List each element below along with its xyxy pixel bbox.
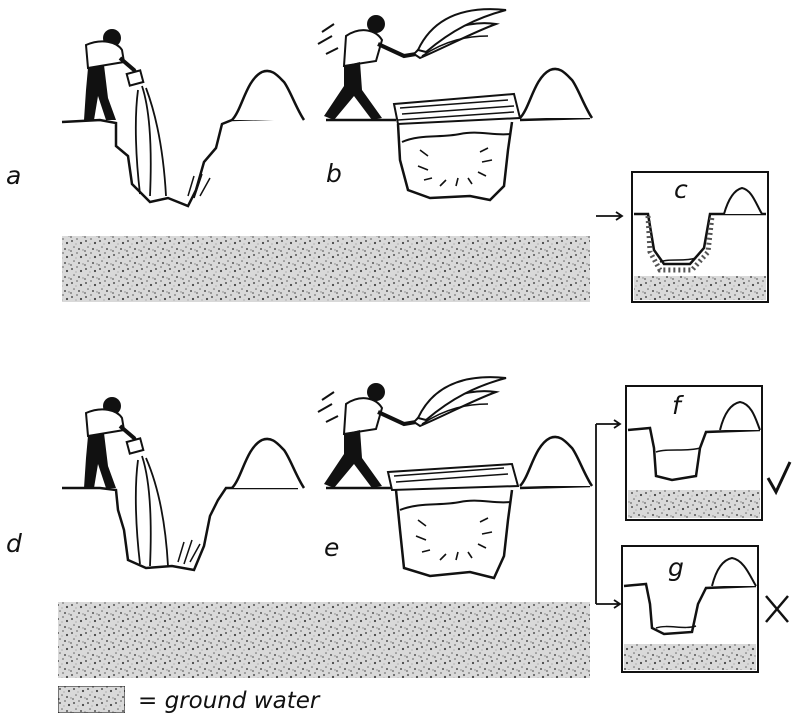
scene-b-burning	[318, 9, 592, 200]
scene-e-burning	[318, 377, 592, 578]
branch-arrows	[596, 420, 620, 608]
panel-f	[626, 386, 762, 520]
groundwater-band-bottom	[58, 602, 590, 678]
label-d: d	[6, 529, 22, 558]
label-e: e	[324, 533, 339, 562]
arrow-to-c	[596, 212, 622, 220]
scene-a-pouring	[62, 29, 304, 206]
panel-g	[622, 546, 758, 672]
groundwater-band-top	[62, 236, 590, 302]
legend-label: = ground water	[138, 688, 319, 714]
scene-d-pouring	[62, 397, 304, 570]
cross-mark-icon	[766, 596, 788, 622]
panel-c	[632, 172, 768, 302]
label-c: c	[674, 175, 688, 204]
legend-ground-water: ground water	[165, 688, 320, 714]
label-a: a	[6, 161, 21, 190]
groundwater-legend-swatch	[58, 686, 125, 713]
legend-equals: =	[138, 688, 157, 714]
check-mark-icon	[768, 462, 790, 492]
label-g: g	[668, 553, 684, 582]
label-b: b	[326, 159, 342, 188]
